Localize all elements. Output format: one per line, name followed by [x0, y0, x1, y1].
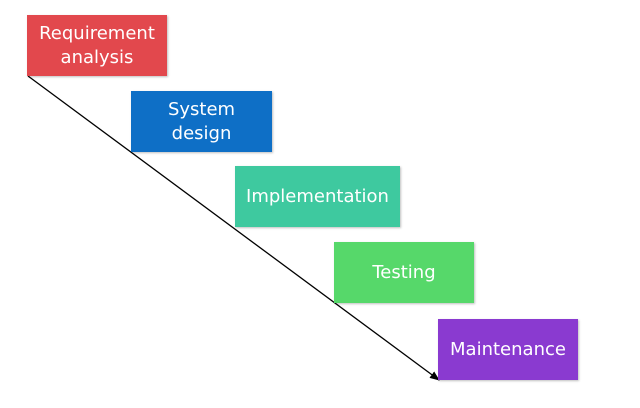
stage-requirement-analysis: Requirement analysis	[27, 15, 167, 76]
stage-label: System design	[167, 99, 236, 144]
stage-testing: Testing	[334, 242, 474, 303]
stage-implementation: Implementation	[235, 166, 400, 227]
stage-maintenance: Maintenance	[438, 319, 578, 380]
stage-label: Requirement analysis	[39, 23, 155, 68]
stage-label: Maintenance	[450, 338, 566, 360]
stage-label: Testing	[372, 261, 436, 283]
stage-label: Implementation	[246, 185, 389, 207]
stage-system-design: System design	[131, 91, 272, 152]
